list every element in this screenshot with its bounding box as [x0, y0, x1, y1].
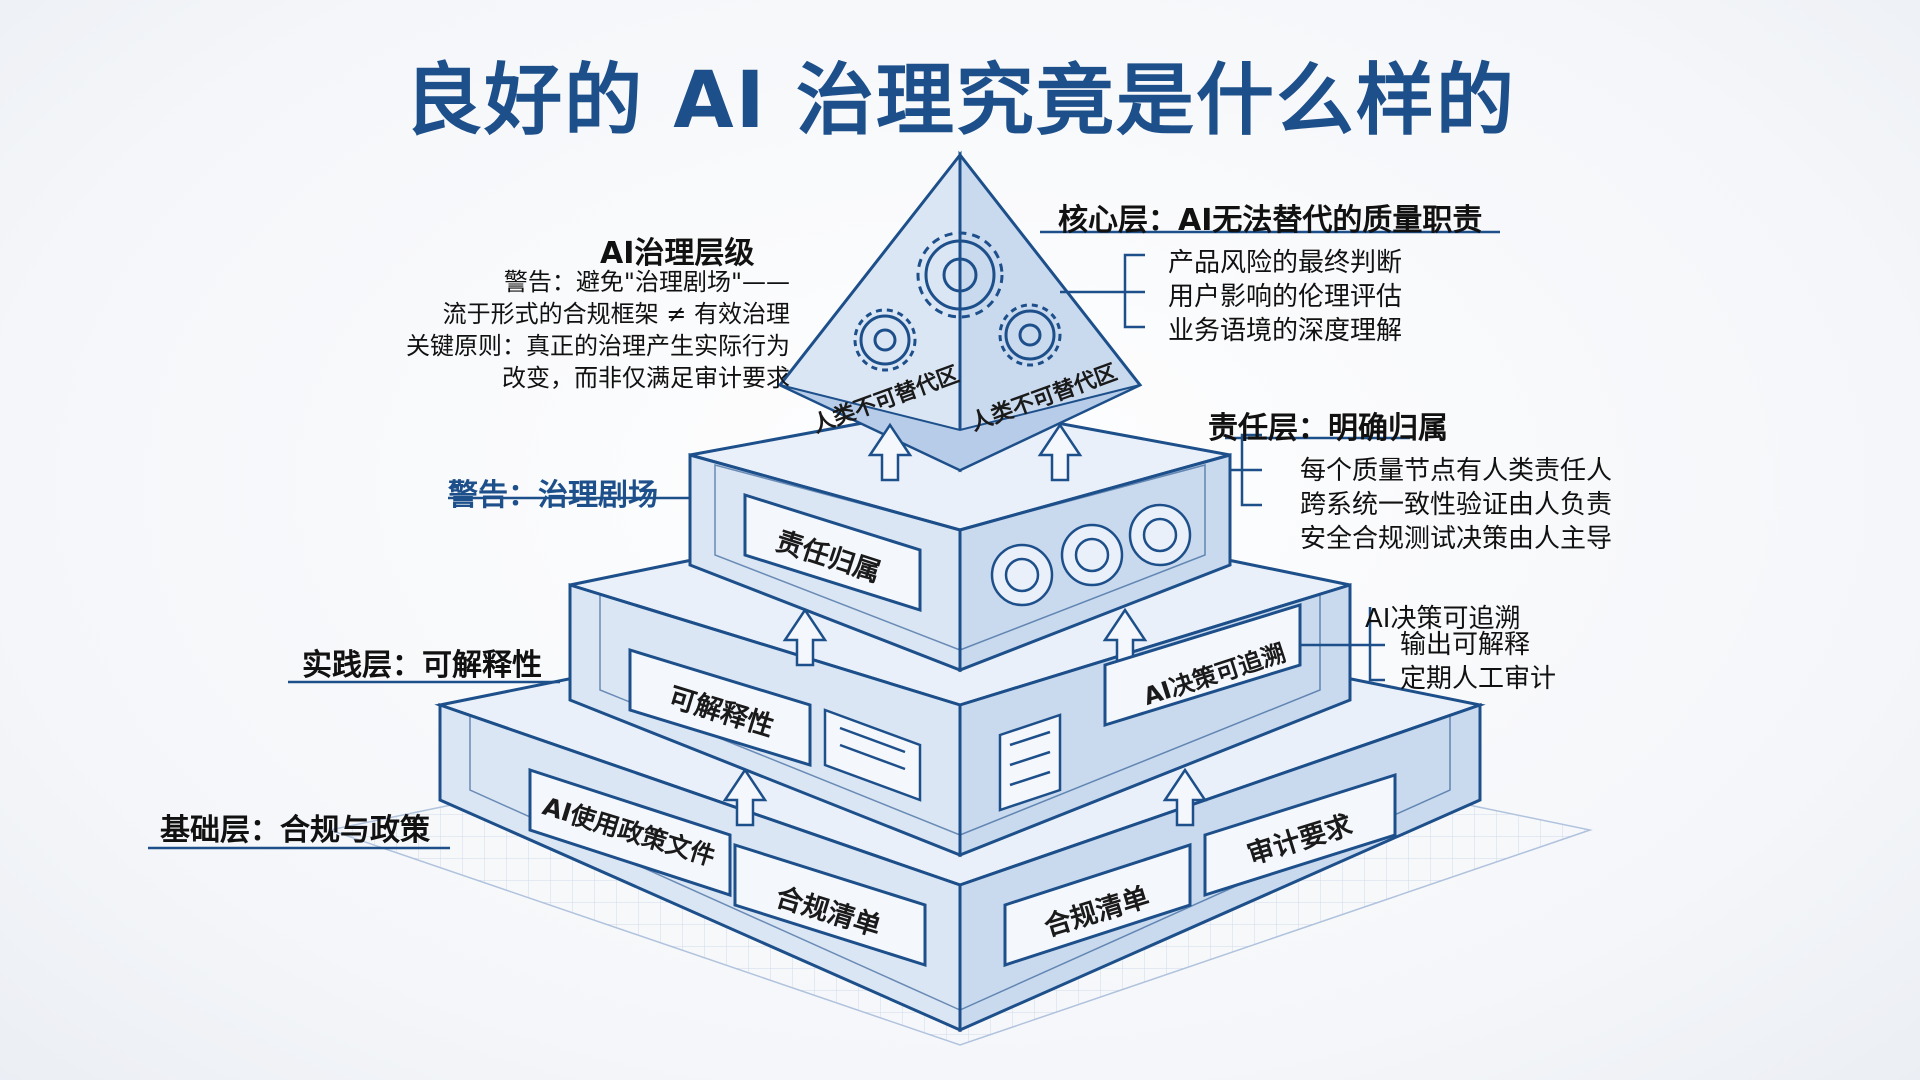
panel-responsibility: [743, 492, 922, 613]
badge-icon: [1060, 523, 1124, 587]
list-item: 每个质量节点有人类责任人: [1300, 456, 1613, 486]
responsibility-layer-heading: 责任层：明确归属: [1208, 411, 1448, 446]
core-layer-heading: 核心层：AI无法替代的质量职责: [1058, 203, 1483, 238]
panels: [528, 492, 1397, 968]
list-item: 用户影响的伦理评估: [1168, 282, 1403, 312]
list-item: 业务语境的深度理解: [1168, 316, 1403, 346]
gear-icon: [853, 308, 917, 372]
list-item: 输出可解释: [1400, 630, 1531, 660]
panel-explainability: [628, 647, 812, 768]
gear-icon: [916, 231, 1004, 319]
list-item: 定期人工审计: [1400, 664, 1557, 694]
badge-icon: [990, 543, 1054, 607]
page-title: 良好的 AI 治理究竟是什么样的: [404, 56, 1516, 146]
arrow-up-icon: [722, 422, 1208, 827]
panel-compliance-left: [733, 842, 927, 968]
hierarchy-line: 关键原则：真正的治理产生实际行为: [406, 332, 790, 360]
list-item: 跨系统一致性验证由人负责: [1300, 490, 1613, 520]
core-layer-list: 产品风险的最终判断 用户影响的伦理评估 业务语境的深度理解: [1168, 246, 1402, 348]
practice-layer-list: 输出可解释 定期人工审计: [1400, 628, 1556, 696]
badge-icon: [1128, 503, 1192, 567]
hierarchy-line: 警告：避免"治理剧场"——: [503, 268, 790, 296]
hierarchy-line: 改变，而非仅满足审计要求: [502, 364, 790, 392]
hierarchy-heading: AI治理层级: [600, 236, 755, 271]
list-item: 安全合规测试决策由人主导: [1300, 524, 1613, 554]
gear-icon: [998, 303, 1062, 367]
list-item: 产品风险的最终判断: [1168, 248, 1403, 278]
practice-items-heading: AI决策可追溯: [1365, 604, 1521, 634]
practice-layer-heading: 实践层：可解释性: [302, 648, 542, 683]
document-icon: [998, 713, 1062, 812]
panel-policy-doc: [528, 767, 732, 898]
hierarchy-note-text: 警告：避免"治理剧场"—— 流于形式的合规框架 ≠ 有效治理 关键原则：真正的治…: [380, 266, 790, 394]
connector-lines: [148, 230, 1500, 850]
responsibility-layer-list: 每个质量节点有人类责任人 跨系统一致性验证由人负责 安全合规测试决策由人主导: [1300, 454, 1612, 556]
panel-audit: [1203, 772, 1397, 898]
panel-traceability: [1103, 602, 1302, 728]
theater-warning: 警告：治理剧场: [448, 478, 658, 513]
document-icon: [823, 708, 922, 802]
foundation-layer-heading: 基础层：合规与政策: [160, 813, 430, 848]
hierarchy-line: 流于形式的合规框架 ≠ 有效治理: [442, 300, 790, 328]
panel-compliance-right: [1003, 842, 1192, 968]
